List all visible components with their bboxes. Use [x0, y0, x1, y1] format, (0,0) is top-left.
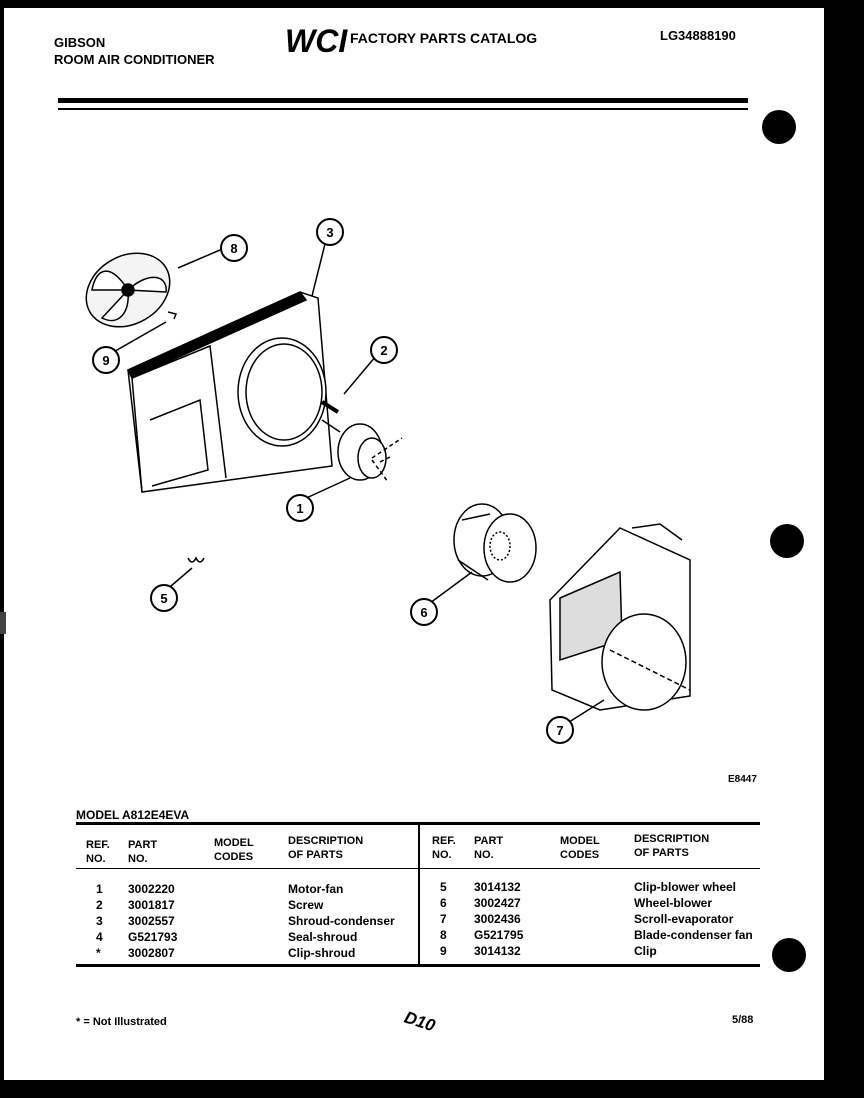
clip-illustration	[167, 311, 178, 320]
table-header-rule	[76, 868, 760, 869]
header-rule	[58, 98, 748, 103]
illustration-reference: E8447	[728, 774, 757, 785]
evaporator-scroll-illustration	[549, 523, 691, 711]
svg-text:9: 9	[102, 353, 109, 368]
fan-motor-illustration	[321, 419, 403, 483]
document-number: LG34888190	[660, 28, 736, 43]
blower-wheel-illustration	[453, 503, 537, 583]
catalog-title: FACTORY PARTS CATALOG	[350, 30, 538, 46]
revision-date: 5/88	[732, 1014, 754, 1026]
svg-text:WCI: WCI	[285, 23, 348, 58]
callout-2: 2	[370, 336, 398, 364]
model-label: MODEL A812E4EVA	[76, 808, 190, 822]
screw-illustration	[320, 400, 340, 414]
callout-6: 6	[410, 598, 438, 626]
header-ref-no: REF. NO.	[86, 839, 110, 865]
header-part-no: PART NO.	[128, 839, 158, 865]
binder-hole-bottom	[772, 938, 806, 972]
callout-3: 3	[316, 218, 344, 246]
brand-name: GIBSON	[54, 35, 106, 50]
callout-9: 9	[92, 346, 120, 374]
binder-hole-top	[762, 110, 796, 144]
svg-text:8: 8	[230, 241, 237, 256]
header-part-no-right: PART NO.	[474, 835, 504, 861]
table-center-divider	[418, 825, 420, 965]
callout-1: 1	[286, 494, 314, 522]
table-bottom-rule	[76, 964, 760, 967]
svg-text:1: 1	[296, 501, 303, 516]
scan-edge-mark	[0, 612, 6, 634]
wci-logo: WCI	[285, 23, 348, 58]
callout-8: 8	[220, 234, 248, 262]
product-type: ROOM AIR CONDITIONER	[54, 52, 215, 67]
condenser-fan-blade-illustration	[85, 252, 171, 328]
header-model-codes-right: MODEL CODES	[560, 835, 600, 861]
svg-text:7: 7	[556, 723, 563, 738]
callout-bubbles: 8 3 9 2 1 5 6 7	[92, 218, 574, 744]
binder-hole-middle	[770, 524, 804, 558]
svg-text:5: 5	[160, 591, 167, 606]
header-rule-thin	[58, 108, 748, 110]
svg-text:2: 2	[380, 343, 387, 358]
table-top-rule	[76, 822, 760, 825]
blower-clip-illustration	[187, 556, 205, 563]
catalog-page	[4, 8, 824, 1080]
svg-text:3: 3	[326, 225, 333, 240]
callout-5: 5	[150, 584, 178, 612]
condenser-shroud-illustration	[126, 291, 333, 493]
brand-block: GIBSON ROOM AIR CONDITIONER	[54, 34, 215, 68]
header-description-right: DESCRIPTION OF PARTS	[634, 833, 710, 859]
not-illustrated-footnote: * = Not Illustrated	[76, 1016, 167, 1028]
header-ref-no-right: REF. NO.	[432, 835, 456, 861]
svg-text:6: 6	[420, 605, 427, 620]
header-description: DESCRIPTION OF PARTS	[288, 835, 364, 861]
header-model-codes: MODEL CODES	[214, 837, 254, 863]
callout-7: 7	[546, 716, 574, 744]
